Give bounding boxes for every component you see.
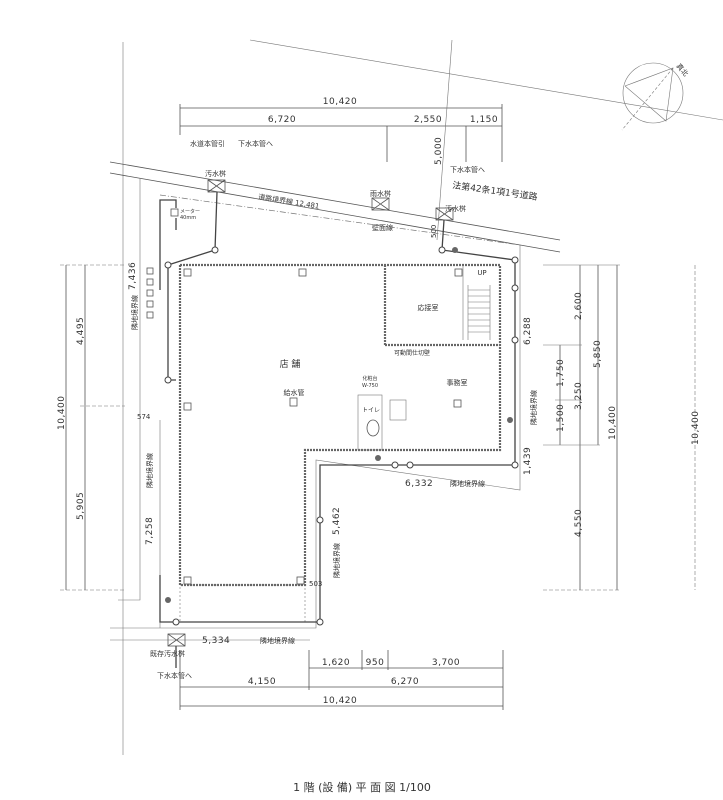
dim-top-total: 10,420 [323,97,358,107]
label-partition: 可動間仕切壁 [394,349,430,357]
column-icon [183,402,192,411]
dim-right-g: 4,550 [574,509,584,537]
room-toilet: トイレ [362,407,380,414]
label-road-type: 法第42条1項1号道路 [452,179,539,203]
label-wing-boundary: 隣地境界線 [332,543,341,578]
dim-bottom-5: 6,270 [391,677,419,687]
dim-bottom-1: 1,620 [322,658,350,668]
dim-left-b1: 7,436 [128,262,138,290]
label-sewer-2: 下水本管へ [450,165,485,174]
drawing-title: 1 階 (設 備) 平 面 図 1/100 [293,780,431,794]
bottom-dimensions: 5,334 隣地境界線 既存汚水桝 下水本管へ 1,620 950 3,700 … [150,633,504,710]
dim-right-h: 10,400 [691,411,701,446]
label-rain-basin: 雨水桝 [370,189,391,198]
north-arrow-icon: 真北 [621,62,690,131]
sewage-basin-icon [435,207,454,221]
dim-left-upper: 4,495 [76,317,86,345]
column-icon [296,576,305,585]
label-meter: メーター [180,208,200,215]
road: 水道本管引 下水本管へ 汚水桝 道路境界線 12,481 雨水桝 下水本管へ 法… [109,39,723,253]
mid-dimensions: 6,332 隣地境界線 5,462 隣地境界線 503 [309,479,485,588]
dim-right-boundary-1: 6,288 [523,317,533,345]
toilet-room [357,394,383,451]
top-dimensions: 10,420 6,720 2,550 1,150 5,000 [179,97,503,165]
label-vanity: 化粧台 [362,375,377,382]
dim-right-f: 10,400 [608,406,618,441]
dim-right-e: 5,850 [593,340,603,368]
water-pipe-icon [289,397,298,407]
column-icon [298,268,307,277]
label-stairs-up: UP [477,269,486,277]
dim-top-3: 1,150 [470,115,498,125]
column-icon [183,576,192,585]
label-sewer-1: 下水本管へ [238,139,273,148]
label-water-pipe: 給水管 [284,388,305,397]
room-reception: 応接室 [418,303,439,312]
dim-left-offset: 574 [137,413,151,421]
stairs-icon [467,285,491,340]
site-boundary [110,178,521,641]
dim-top-2: 2,550 [414,115,442,125]
drainage-pipes [146,191,519,626]
dim-right-b: 1,750 [556,359,566,387]
rain-basin-icon [371,197,390,211]
dim-bottom-boundary: 5,334 [202,636,230,646]
label-road-boundary: 道路境界線 12,481 [258,192,320,211]
label-left-boundary-1: 隣地境界線 [130,295,139,330]
dim-step: 6,332 [405,479,433,489]
dim-left-total: 10,400 [57,396,67,431]
dim-right-boundary-2: 1,439 [523,447,533,475]
dim-right-d: 1,500 [556,404,566,432]
meter-icon [170,208,179,217]
label-sewage-basin-2: 汚水桝 [445,204,466,213]
label-sewer-bottom: 下水本管へ [157,671,192,680]
dim-wing: 5,462 [332,507,342,535]
column-icon [453,399,462,408]
label-sewage-basin-1: 汚水桝 [205,169,226,178]
dim-top-1: 6,720 [268,115,296,125]
building: UP 店 舗 応接室 事務室 可動間仕切壁 トイレ 化粧台 W-750 給水管 [178,263,502,623]
room-shop: 店 舗 [280,358,301,370]
room-office: 事務室 [447,378,468,387]
dim-left-lower: 5,905 [76,492,86,520]
meter-bank-icon [146,267,154,319]
dim-setback: 5,000 [434,137,444,165]
right-dimensions: 2,600 1,750 3,250 1,500 5,850 10,400 4,5… [523,264,701,591]
label-water-main: 水道本管引 [190,139,225,148]
dim-wall-offset: 500 [430,225,438,238]
label-meter-size: 40mm [180,215,196,221]
dim-right-a: 2,600 [574,292,584,320]
label-vanity-size: W-750 [362,383,378,389]
label-existing-basin: 既存汚水桝 [150,649,185,658]
dim-bottom-3: 3,700 [432,658,460,668]
left-dimensions: 10,400 4,495 5,905 7,436 隣地境界線 574 隣地境界線… [57,262,155,591]
dim-gap: 503 [309,580,322,588]
label-bottom-boundary: 隣地境界線 [260,636,295,645]
north-label: 真北 [674,62,690,79]
column-icon [183,268,192,277]
label-step-boundary: 隣地境界線 [450,479,485,488]
column-icon [454,268,463,277]
dim-right-c: 3,250 [574,382,584,410]
label-wall-line: 壁面線 [372,223,393,232]
label-right-boundary: 隣地境界線 [529,390,538,425]
dim-left-b2: 7,258 [145,517,155,545]
toilet-icon [366,419,380,437]
sink-icon [389,399,407,421]
dim-bottom-2: 950 [366,658,385,668]
label-left-boundary-2: 隣地境界線 [145,453,154,488]
dim-bottom-4: 4,150 [248,677,276,687]
dim-bottom-total: 10,420 [323,696,358,706]
